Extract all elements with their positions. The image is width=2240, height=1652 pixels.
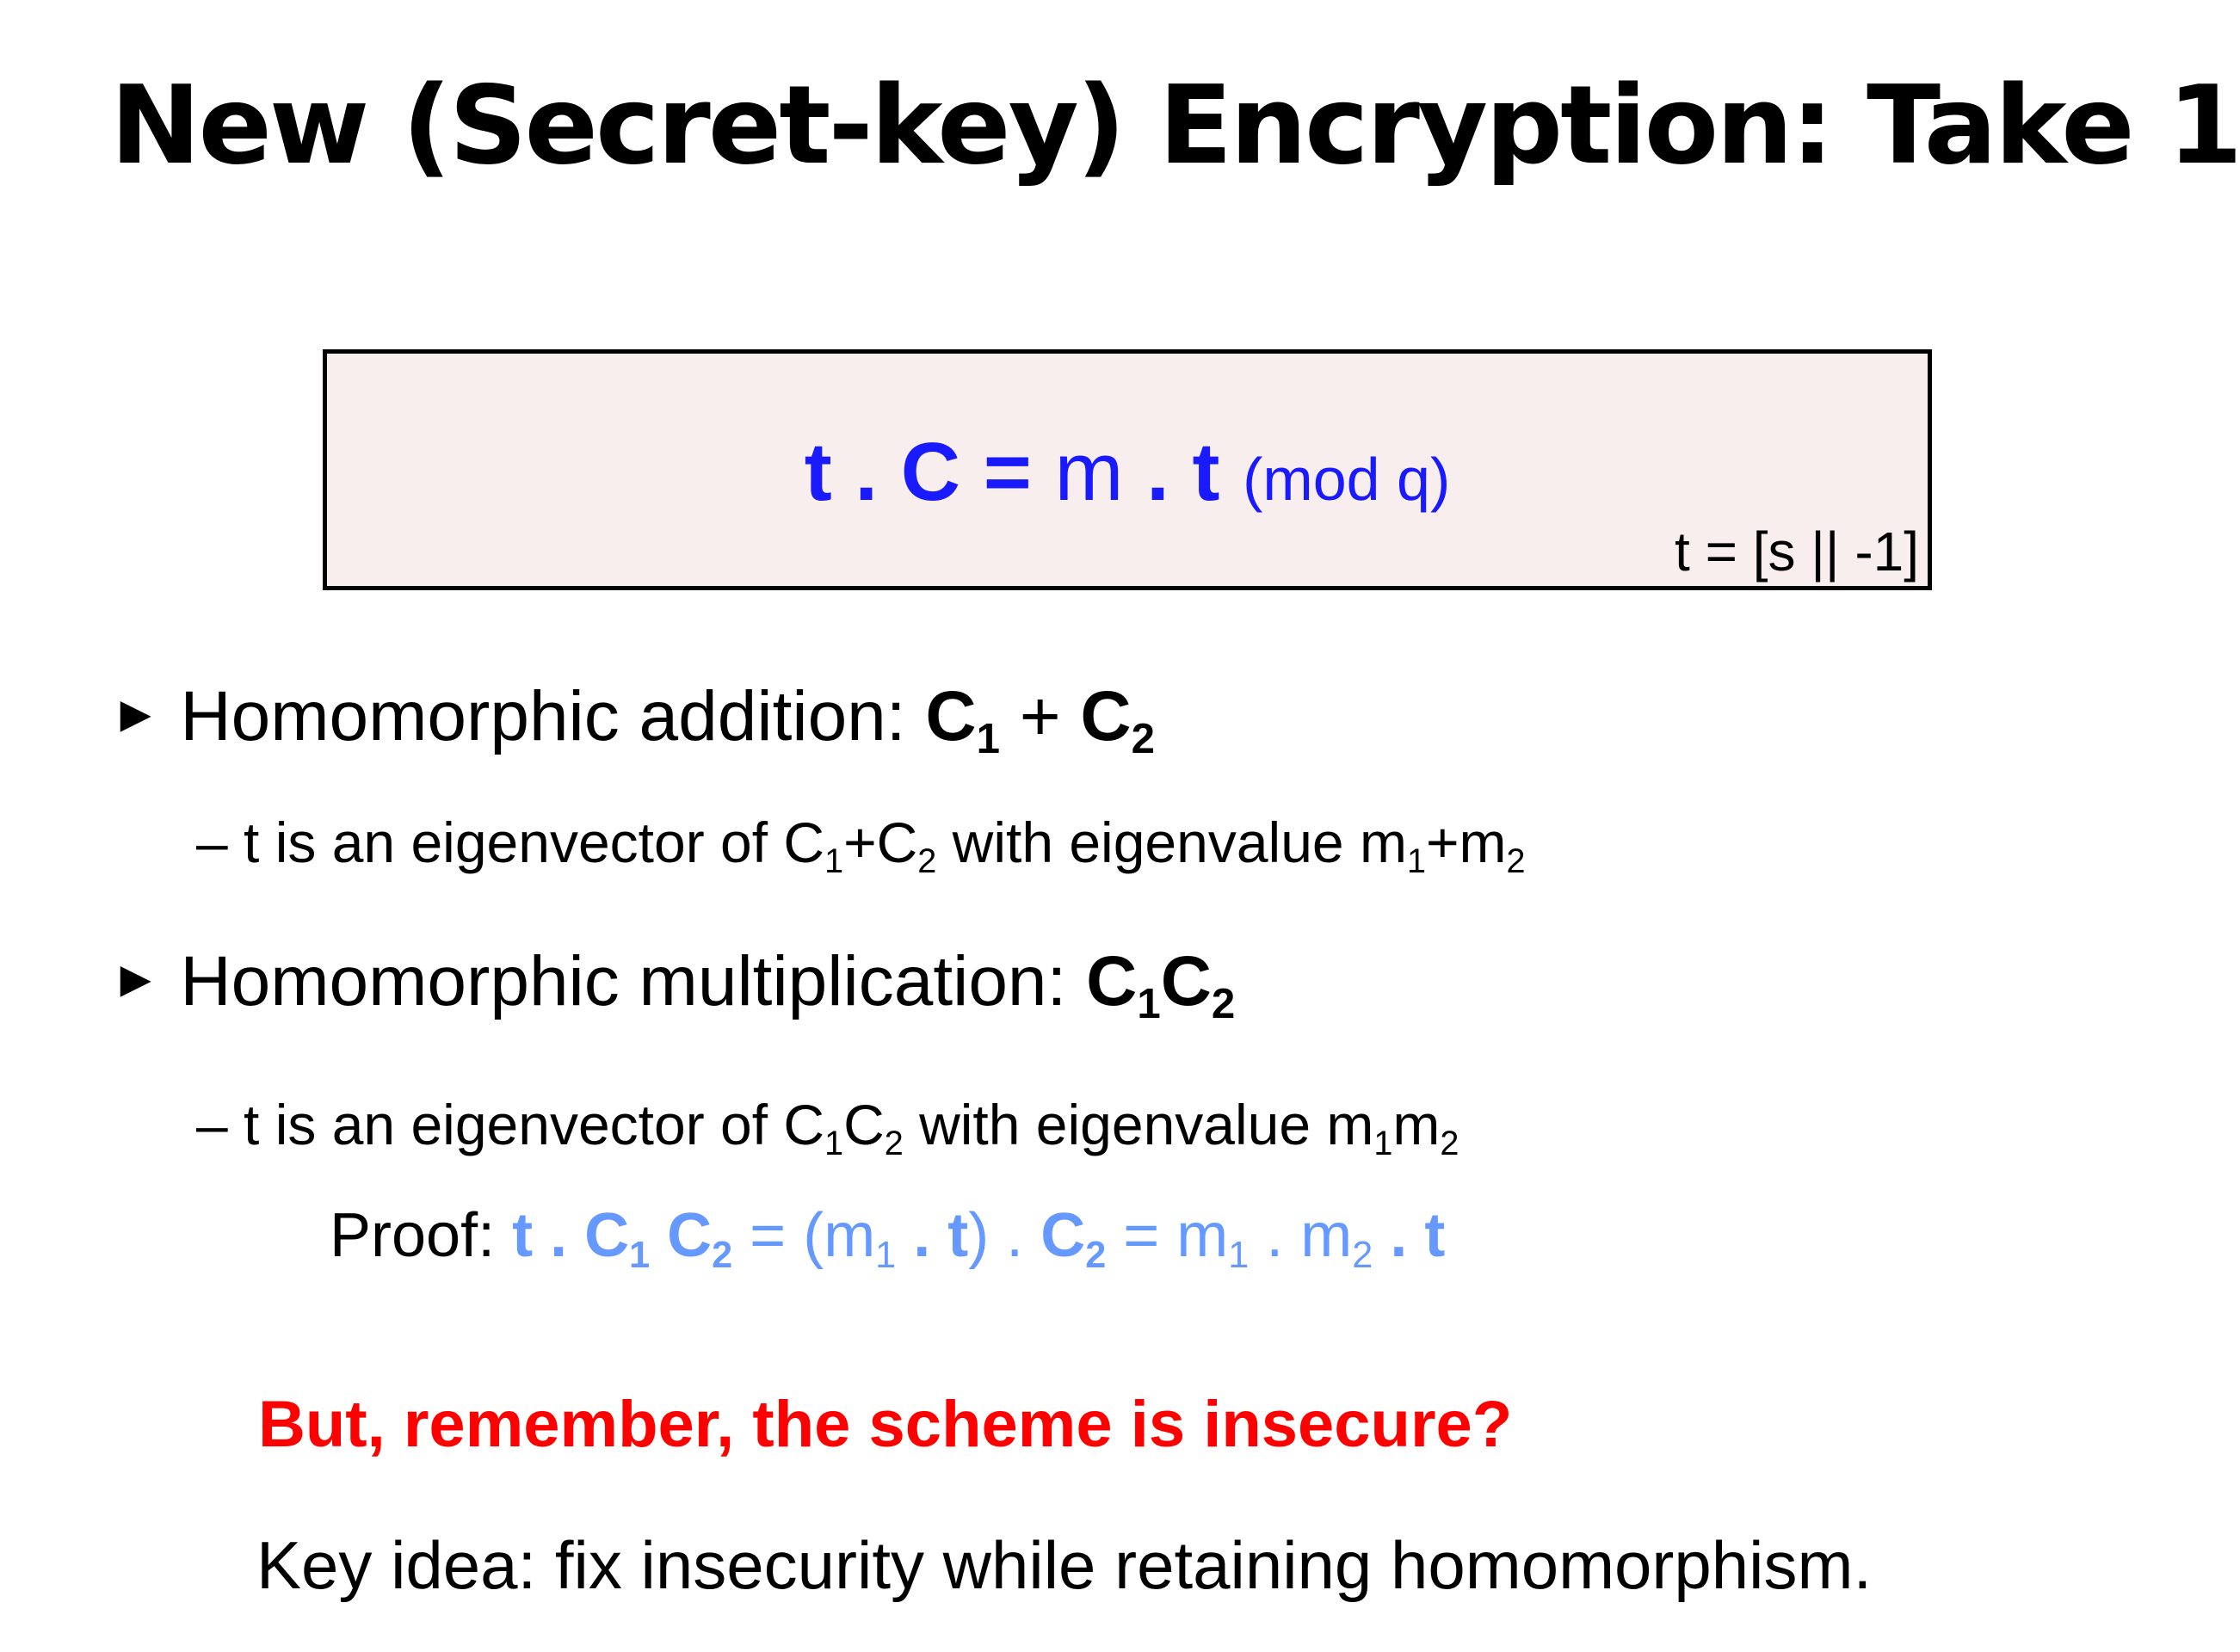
equation-note: t = [s || -1] (1675, 521, 1919, 583)
proof-part: C (1040, 1201, 1086, 1270)
proof-subscript: 1 (875, 1234, 897, 1276)
sub-text: m (1392, 1093, 1441, 1156)
equation-equals: = (983, 426, 1032, 518)
proof-part: . m (1249, 1201, 1353, 1270)
sub-text: – t is an eigenvector of C (196, 1093, 825, 1156)
c1-subscript: 1 (976, 714, 1000, 762)
sub-text: C (843, 1093, 885, 1156)
equation-dot-1: . (855, 426, 879, 518)
c2-subscript: 2 (1131, 714, 1155, 762)
proof-subscript: 1 (629, 1234, 651, 1276)
subscript: 2 (884, 1124, 904, 1162)
bullet-triangle-icon: ► (110, 950, 162, 1008)
c2-subscript: 2 (1211, 979, 1236, 1027)
subscript: 2 (1506, 841, 1526, 880)
proof-subscript: 1 (1228, 1234, 1250, 1276)
plus-symbol: + (999, 677, 1081, 755)
proof-part: . (1373, 1201, 1425, 1270)
sub-text: – t is an eigenvector of C (196, 811, 825, 874)
equation-matrix-c: C (900, 426, 961, 518)
subscript: 1 (824, 1124, 844, 1162)
sub-text: with eigenvalue m (903, 1093, 1374, 1156)
proof-part: t (1424, 1201, 1446, 1270)
bullet-text: Homomorphic addition: (180, 677, 926, 755)
equation-box: t . C = m . t (mod q) t = [s || -1] (323, 349, 1932, 590)
c1-subscript: 1 (1137, 979, 1161, 1027)
proof-part: C (650, 1201, 713, 1270)
proof-subscript: 2 (1352, 1234, 1373, 1276)
proof-part: ) . (968, 1201, 1041, 1270)
subscript: 1 (1406, 841, 1426, 880)
proof-part: = m (1106, 1201, 1229, 1270)
proof-subscript: 2 (712, 1234, 733, 1276)
sub-text: with eigenvalue m (936, 811, 1407, 874)
subscript: 1 (1373, 1124, 1393, 1162)
proof-part: = (m (732, 1201, 876, 1270)
equation-lhs-t: t (804, 426, 832, 518)
proof-subscript: 2 (1085, 1234, 1107, 1276)
proof-part: . (896, 1201, 948, 1270)
proof-part: t . C (512, 1201, 630, 1270)
sub-bullet-addition: – t is an eigenvector of C1+C2 with eige… (196, 811, 1526, 878)
subscript: 2 (1440, 1124, 1459, 1162)
proof-label: Proof: (330, 1201, 513, 1270)
sub-text: +m (1425, 811, 1507, 874)
bullet-triangle-icon: ► (110, 685, 162, 743)
bullet-homomorphic-addition: ►Homomorphic addition: C1 + C2 (110, 681, 1155, 760)
bullet-text: Homomorphic multiplication: (180, 942, 1087, 1020)
subscript: 2 (917, 841, 937, 880)
warning-text: But, remember, the scheme is insecure? (258, 1388, 1513, 1461)
proof-expression: t . C1 C2 = (m1 . t) . C2 = m1 . m2 . t (512, 1201, 1446, 1274)
equation-dot-2: . (1146, 426, 1169, 518)
sub-text: +C (843, 811, 918, 874)
main-equation: t . C = m . t (mod q) (327, 431, 1928, 514)
sub-bullet-multiplication: – t is an eigenvector of C1C2 with eigen… (196, 1093, 1459, 1161)
c1-symbol: C (1086, 942, 1138, 1020)
slide-title: New (Secret-key) Encryption: Take 1 (110, 62, 2240, 188)
equation-modulus: (mod q) (1243, 446, 1451, 513)
proof-line: Proof: t . C1 C2 = (m1 . t) . C2 = m1 . … (330, 1205, 1445, 1274)
key-idea-text: Key idea: fix insecurity while retaining… (256, 1527, 1873, 1603)
bullet-homomorphic-multiplication: ►Homomorphic multiplication: C1C2 (110, 946, 1235, 1025)
c2-symbol: C (1080, 677, 1132, 755)
c1-symbol: C (925, 677, 977, 755)
subscript: 1 (824, 841, 844, 880)
equation-m: m (1054, 426, 1124, 518)
equation-rhs-t: t (1192, 426, 1220, 518)
proof-part: t (947, 1201, 969, 1270)
c2-symbol: C (1160, 942, 1212, 1020)
